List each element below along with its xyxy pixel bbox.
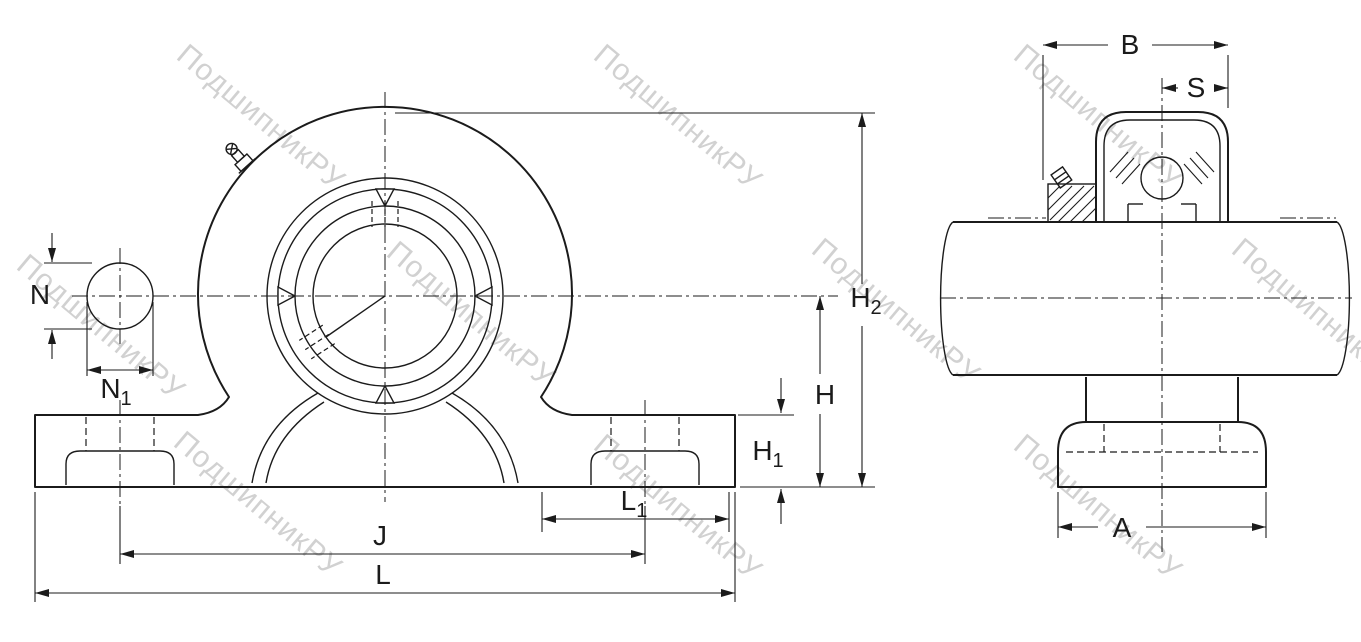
inner-ring xyxy=(1127,203,1197,222)
front-centerlines xyxy=(72,92,838,505)
dim-label-L1: L1 xyxy=(621,485,648,522)
race-hatch-right xyxy=(1183,151,1215,185)
housing-outline xyxy=(34,105,736,488)
leg-fillets xyxy=(251,392,519,484)
dim-label-L: L xyxy=(375,559,391,590)
collar-hatch xyxy=(1047,185,1097,223)
dim-label-N: N xyxy=(30,279,50,310)
front-view: N N1 H2 H H1 xyxy=(30,92,882,602)
locking-collar xyxy=(1047,165,1097,223)
dim-A: A xyxy=(1057,492,1267,543)
grease-fitting-icon xyxy=(225,142,256,174)
dim-label-B: B xyxy=(1121,29,1140,60)
dim-label-N1: N1 xyxy=(100,373,131,410)
dim-label-A: A xyxy=(1113,512,1132,543)
watermark-text: ПодшипникРУ xyxy=(588,428,769,587)
dim-S: S xyxy=(1162,72,1228,103)
bore-radius-line xyxy=(325,295,386,338)
dim-label-J: J xyxy=(373,520,387,551)
dim-N1: N1 xyxy=(86,302,154,410)
dim-L: L xyxy=(34,492,736,602)
dim-N: N xyxy=(30,233,92,359)
dim-label-S: S xyxy=(1187,72,1206,103)
dim-H: H xyxy=(815,296,835,487)
side-centerlines xyxy=(940,78,1352,552)
dim-H1: H1 xyxy=(738,378,794,524)
dim-label-H1: H1 xyxy=(752,435,783,472)
dim-label-H: H xyxy=(815,379,835,410)
side-view: B S A xyxy=(939,29,1352,552)
set-screw-icon xyxy=(1050,165,1073,189)
watermark-text: ПодшипникРУ xyxy=(1008,38,1189,197)
dim-L1: L1 xyxy=(541,485,730,532)
base-bolt-slots xyxy=(65,417,700,485)
dim-label-H2: H2 xyxy=(850,282,881,319)
race-hatch-left xyxy=(1109,151,1141,185)
setscrew-threads-side xyxy=(298,324,336,360)
dim-H2: H2 xyxy=(395,112,882,488)
side-base xyxy=(1057,377,1267,488)
dim-J: J xyxy=(119,506,646,564)
watermark-text: ПодшипникРУ xyxy=(381,235,562,394)
watermark-text: ПодшипникРУ xyxy=(806,232,987,391)
watermark-text: ПодшипникРУ xyxy=(1226,232,1361,391)
dim-B: B xyxy=(1042,29,1229,180)
watermark-text: ПодшипникРУ xyxy=(588,38,769,197)
watermark-text: ПодшипникРУ xyxy=(168,425,349,584)
